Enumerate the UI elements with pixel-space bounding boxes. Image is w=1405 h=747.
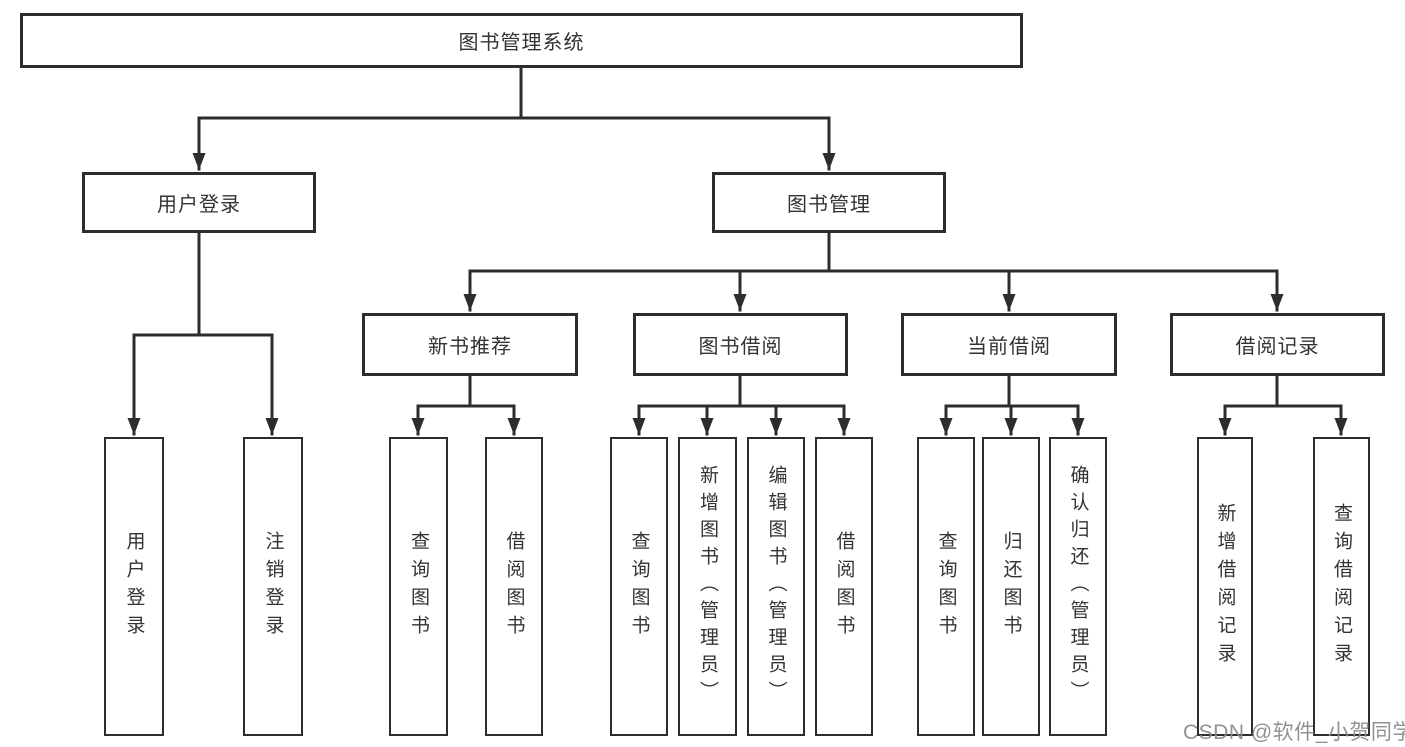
leaf-recommend-query-books: 查询图书 — [389, 437, 448, 736]
leaf-logout-login: 注销登录 — [243, 437, 303, 736]
leaf-label: 查询图书 — [628, 530, 650, 643]
leaf-current-return-books: 归还图书 — [982, 437, 1040, 736]
leaf-borrow-borrow-books: 借阅图书 — [815, 437, 873, 736]
node-new-book-recommend: 新书推荐 — [362, 313, 578, 376]
leaf-current-query-books: 查询图书 — [917, 437, 975, 736]
node-book-borrow: 图书借阅 — [633, 313, 848, 376]
leaf-label: 新增图书（管理员） — [697, 465, 718, 708]
leaf-borrow-add-books-admin: 新增图书（管理员） — [678, 437, 737, 736]
node-user-login: 用户登录 — [82, 172, 316, 233]
leaf-label: 借阅图书 — [503, 530, 525, 643]
leaf-records-add-record: 新增借阅记录 — [1197, 437, 1253, 736]
leaf-label: 用户登录 — [123, 530, 145, 643]
leaf-label: 查询图书 — [408, 530, 429, 643]
leaf-label: 查询借阅记录 — [1331, 502, 1352, 671]
node-root: 图书管理系统 — [20, 13, 1023, 68]
leaf-label: 确认归还（管理员） — [1067, 465, 1089, 708]
leaf-label: 查询图书 — [935, 530, 957, 643]
edge-group — [127, 66, 1348, 436]
leaf-label: 注销登录 — [262, 530, 284, 643]
leaf-user-login: 用户登录 — [104, 437, 164, 736]
leaf-records-query-record: 查询借阅记录 — [1313, 437, 1370, 736]
leaf-borrow-edit-books-admin: 编辑图书（管理员） — [747, 437, 805, 736]
watermark: CSDN @软件_小贺同学 — [1183, 721, 1405, 744]
leaf-current-confirm-return-admin: 确认归还（管理员） — [1049, 437, 1107, 736]
leaf-recommend-borrow-books: 借阅图书 — [485, 437, 543, 736]
leaf-label: 新增借阅记录 — [1214, 502, 1236, 671]
leaf-borrow-query-books: 查询图书 — [610, 437, 668, 736]
leaf-label: 借阅图书 — [833, 530, 855, 643]
node-book-management: 图书管理 — [712, 172, 946, 233]
leaf-label: 归还图书 — [1000, 530, 1022, 643]
leaf-label: 编辑图书（管理员） — [765, 465, 787, 708]
node-current-borrow: 当前借阅 — [901, 313, 1117, 376]
node-borrow-records: 借阅记录 — [1170, 313, 1385, 376]
